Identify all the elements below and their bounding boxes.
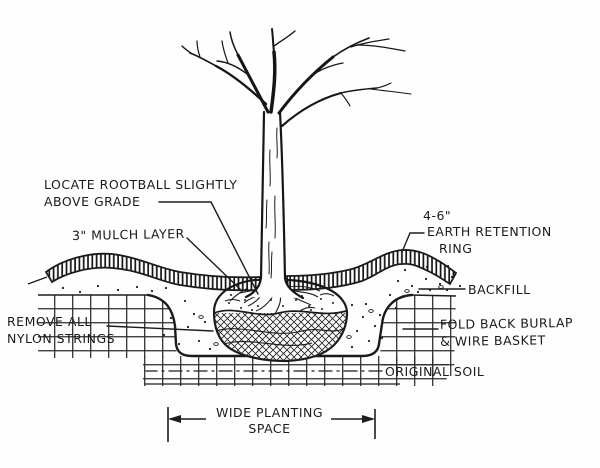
- tree-branches: [181, 28, 412, 128]
- mulch-layer-band: [27, 249, 458, 292]
- label-remove-nylon-line1: REMOVE ALL: [7, 314, 92, 329]
- label-ring-height-text: 4-6": [423, 208, 452, 223]
- label-fold-burlap-line2: & WIRE BASKET: [440, 332, 546, 349]
- label-earth-retention-line2: RING: [439, 241, 473, 256]
- label-locate-rootball-line2: ABOVE GRADE: [44, 194, 141, 209]
- leader-locate-rootball: [158, 201, 259, 295]
- label-original-soil: ORIGINAL SOIL: [385, 363, 484, 380]
- rootball: [212, 278, 349, 363]
- label-backfill: BACKFILL: [468, 281, 531, 298]
- rootball-stipple: [228, 290, 334, 311]
- label-original-soil-text: ORIGINAL SOIL: [385, 364, 485, 379]
- leader-earth-retention: [401, 232, 425, 253]
- label-mulch-layer-text: 3" MULCH LAYER: [71, 226, 185, 243]
- label-earth-retention-line1: EARTH RETENTION: [427, 224, 552, 239]
- label-planting-space-line2: SPACE: [248, 421, 291, 436]
- label-remove-nylon-line2: NYLON STRINGS: [7, 331, 116, 346]
- leader-lines: [106, 201, 466, 372]
- label-mulch-layer: 3" MULCH LAYER: [72, 225, 185, 244]
- label-locate-rootball: LOCATE ROOTBALL SLIGHTLY ABOVE GRADE: [44, 176, 237, 210]
- label-earth-retention-ring: EARTH RETENTION RING: [427, 223, 552, 257]
- label-remove-nylon-strings: REMOVE ALL NYLON STRINGS: [7, 313, 115, 347]
- label-fold-burlap-line1: FOLD BACK BURLAP: [439, 315, 574, 332]
- leader-mulch-layer: [186, 237, 241, 290]
- label-wide-planting-space: WIDE PLANTING SPACE: [202, 405, 337, 437]
- bark-texture: [265, 127, 278, 279]
- leader-remove-nylon: [106, 325, 214, 332]
- dimension-arrow-right: [362, 415, 375, 423]
- tree-illustration: [181, 28, 412, 300]
- label-ring-height: 4-6": [423, 207, 451, 224]
- label-planting-space-line1: WIDE PLANTING: [215, 405, 324, 420]
- label-fold-back-burlap: FOLD BACK BURLAP & WIRE BASKET: [440, 314, 574, 350]
- label-locate-rootball-line1: LOCATE ROOTBALL SLIGHTLY: [44, 177, 238, 192]
- label-backfill-text: BACKFILL: [468, 282, 531, 297]
- original-soil-grid: [38, 294, 457, 386]
- dimension-arrow-left: [168, 415, 181, 423]
- dimension-wide-planting-space: [167, 407, 376, 442]
